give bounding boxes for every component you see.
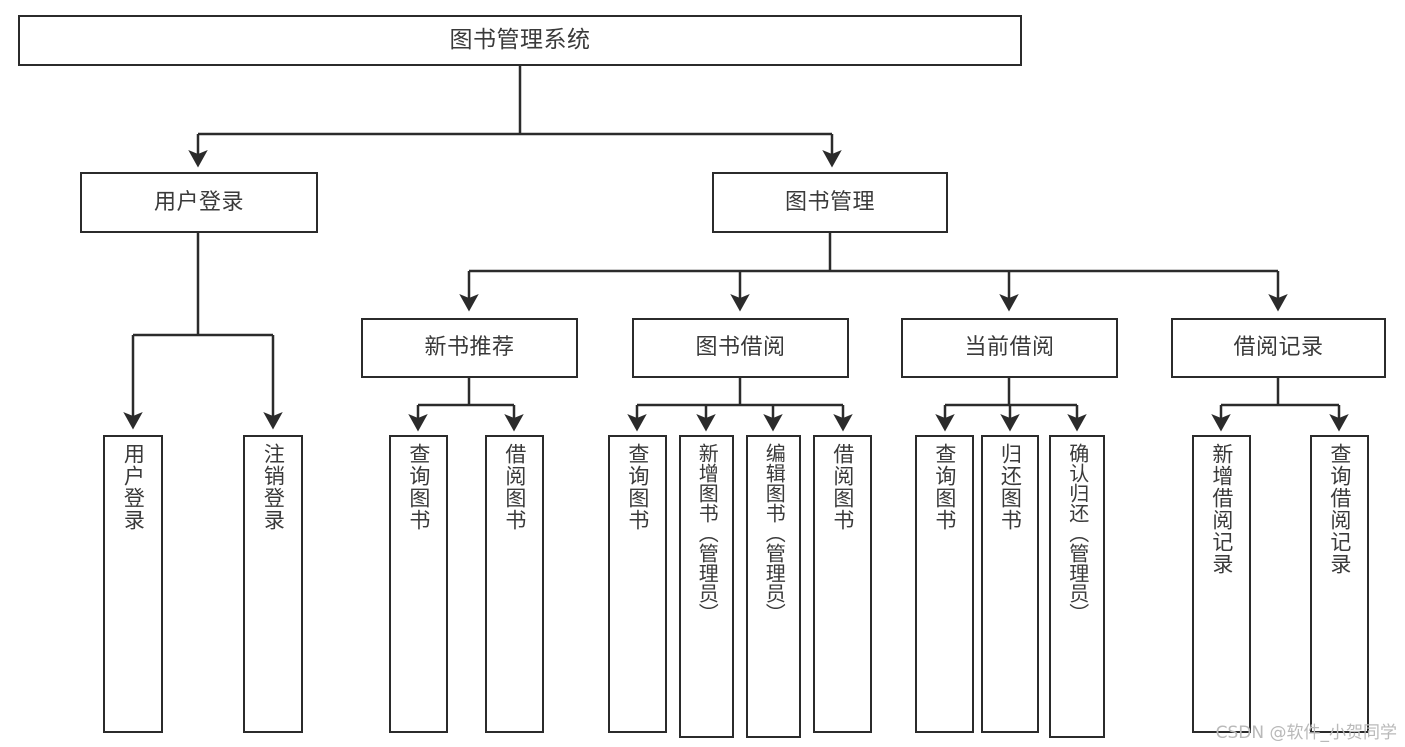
node-label: 图书管理 — [784, 189, 875, 215]
node-leaf-borrow-book-2[interactable]: 借阅图书 — [813, 435, 872, 733]
node-label: 图书借阅 — [695, 335, 786, 361]
node-label: 借阅记录 — [1233, 335, 1324, 361]
node-leaf-query-borrow-record[interactable]: 查询借阅记录 — [1310, 435, 1369, 733]
node-label: 编辑图书（管理员） — [762, 443, 787, 623]
node-label: 查询图书 — [406, 443, 431, 531]
node-label: 新增借阅记录 — [1209, 443, 1234, 575]
node-leaf-edit-book-admin[interactable]: 编辑图书（管理员） — [746, 435, 801, 738]
node-leaf-query-book-3[interactable]: 查询图书 — [915, 435, 974, 733]
node-user-login[interactable]: 用户登录 — [80, 172, 318, 233]
node-leaf-add-book-admin[interactable]: 新增图书（管理员） — [679, 435, 734, 738]
node-label: 借阅图书 — [502, 443, 527, 531]
node-label: 借阅图书 — [830, 443, 855, 531]
node-root-system[interactable]: 图书管理系统 — [18, 15, 1022, 66]
node-current-borrowing[interactable]: 当前借阅 — [901, 318, 1118, 378]
node-leaf-borrow-book-1[interactable]: 借阅图书 — [485, 435, 544, 733]
node-label: 用户登录 — [121, 443, 146, 531]
node-leaf-user-login[interactable]: 用户登录 — [103, 435, 163, 733]
node-label: 归还图书 — [998, 443, 1023, 531]
node-label: 确认归还（管理员） — [1065, 443, 1090, 623]
node-book-borrowing[interactable]: 图书借阅 — [632, 318, 849, 378]
node-label: 用户登录 — [153, 189, 244, 215]
node-borrow-records[interactable]: 借阅记录 — [1171, 318, 1386, 378]
node-label: 当前借阅 — [964, 335, 1055, 361]
node-label: 查询借阅记录 — [1327, 443, 1352, 575]
node-leaf-confirm-return-admin[interactable]: 确认归还（管理员） — [1049, 435, 1105, 738]
node-leaf-logout[interactable]: 注销登录 — [243, 435, 303, 733]
node-label: 图书管理系统 — [449, 26, 591, 53]
node-new-book-recommendation[interactable]: 新书推荐 — [361, 318, 578, 378]
node-label: 查询图书 — [625, 443, 650, 531]
node-label: 新书推荐 — [424, 335, 515, 361]
node-label: 查询图书 — [932, 443, 957, 531]
node-label: 新增图书（管理员） — [695, 443, 720, 623]
watermark-text: CSDN @软件_小贺同学 — [1215, 723, 1397, 743]
node-book-management[interactable]: 图书管理 — [712, 172, 948, 233]
node-leaf-query-book-1[interactable]: 查询图书 — [389, 435, 448, 733]
node-leaf-query-book-2[interactable]: 查询图书 — [608, 435, 667, 733]
node-label: 注销登录 — [261, 443, 286, 531]
node-leaf-return-book[interactable]: 归还图书 — [981, 435, 1039, 733]
node-leaf-add-borrow-record[interactable]: 新增借阅记录 — [1192, 435, 1251, 733]
